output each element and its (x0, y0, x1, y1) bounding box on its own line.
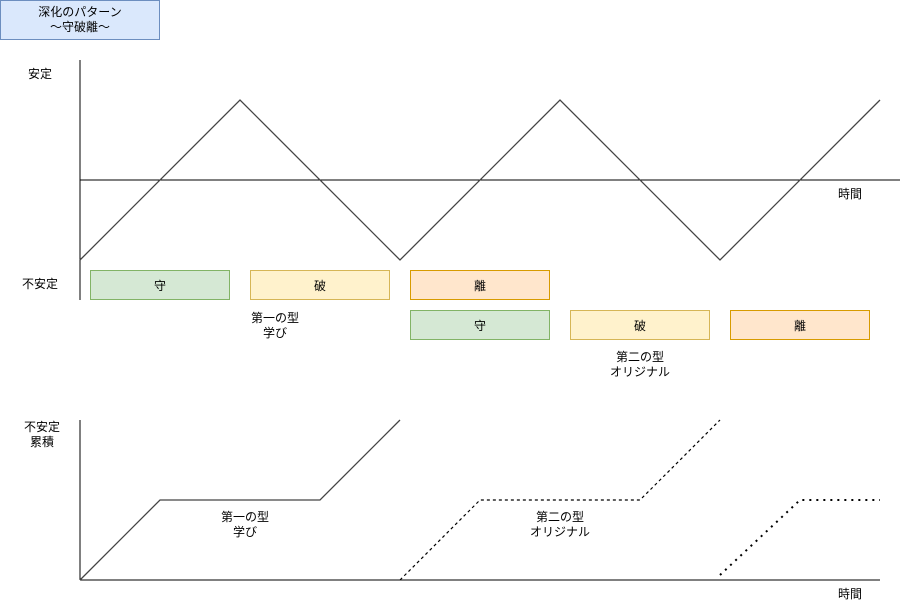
form1-line1: 第一の型 (250, 311, 299, 325)
phase-ri-2-label: 離 (793, 318, 806, 333)
bottom-form1-line2: 学び (232, 525, 257, 539)
phase-shu-2: 守 (410, 310, 550, 340)
stability-wave (79, 99, 881, 261)
cumulative-y-line2: 累積 (29, 435, 54, 449)
cumulative-y-label: 不安定 累積 (18, 420, 66, 450)
bottom-form1-line1: 第一の型 (220, 510, 269, 524)
bottom-form2-line2: オリジナル (529, 525, 590, 539)
x-label-time-bottom: 時間 (838, 587, 863, 601)
y-label-stable: 安定 (28, 67, 53, 81)
title-line2: 〜守破離〜 (49, 20, 110, 34)
form1-line2: 学び (262, 326, 287, 340)
form2-line1: 第二の型 (615, 350, 664, 364)
bottom-form1-label: 第一の型 学び (205, 510, 285, 540)
phase-ri-2: 離 (730, 310, 870, 340)
cumulative-line-form3 (719, 499, 880, 576)
phase-shu-2-label: 守 (473, 318, 486, 333)
phase-ha-1: 破 (250, 270, 390, 300)
y-label-unstable: 不安定 (22, 277, 59, 291)
cumulative-y-line1: 不安定 (23, 420, 60, 434)
phase-ha-2-label: 破 (633, 318, 646, 333)
cumulative-line-form1 (79, 419, 401, 581)
form2-line2: オリジナル (609, 365, 670, 379)
title-line1: 深化のパターン (38, 5, 122, 19)
phase-ha-2: 破 (570, 310, 710, 340)
phase-shu-1-label: 守 (153, 278, 166, 293)
form2-label: 第二の型 オリジナル (590, 350, 690, 380)
x-label-time-top: 時間 (838, 187, 863, 201)
phase-ri-1-label: 離 (473, 278, 486, 293)
title-box: 深化のパターン 〜守破離〜 (0, 0, 160, 40)
bottom-form2-line1: 第二の型 (535, 510, 584, 524)
bottom-form2-label: 第二の型 オリジナル (510, 510, 610, 540)
form1-label: 第一の型 学び (235, 311, 315, 341)
phase-ha-1-label: 破 (313, 278, 326, 293)
phase-ri-1: 離 (410, 270, 550, 300)
cumulative-line-form2 (399, 419, 721, 581)
phase-shu-1: 守 (90, 270, 230, 300)
